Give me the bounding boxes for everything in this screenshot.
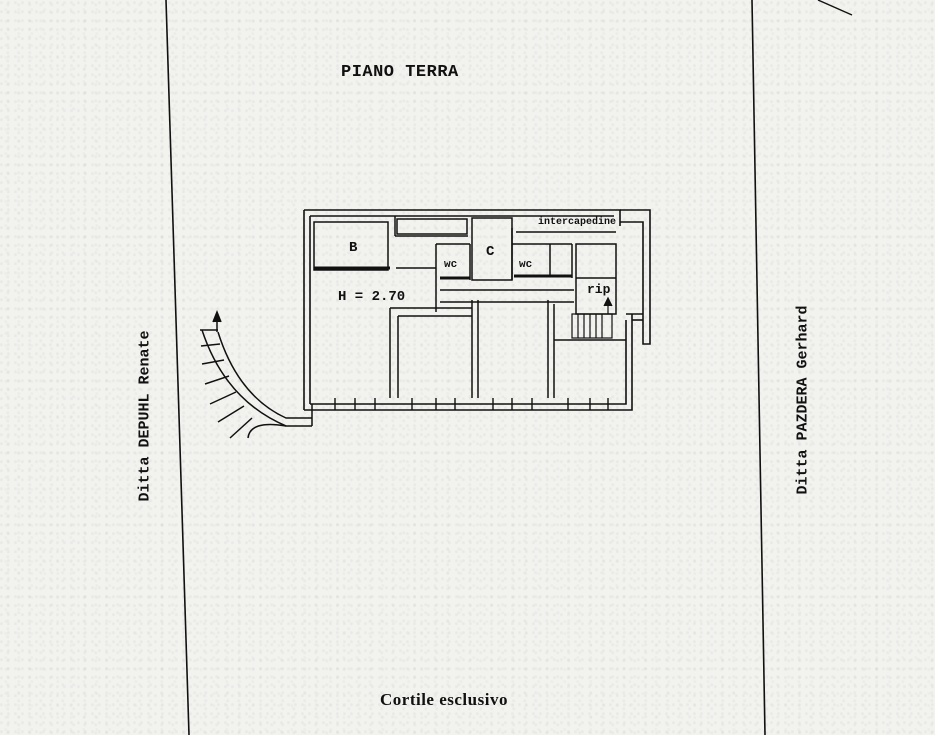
- page-title: PIANO TERRA: [341, 63, 459, 82]
- right-boundary-line: [751, 0, 766, 735]
- internal-staircase: [571, 296, 613, 339]
- room-label-c: C: [486, 244, 495, 260]
- room-label-wc-1: wc: [444, 259, 458, 271]
- interior-walls: [313, 216, 626, 398]
- external-spiral-staircase: [200, 309, 313, 439]
- room-label-rip: rip: [587, 282, 611, 297]
- intercapedine-label: intercapedine: [538, 217, 617, 228]
- window-marks: [334, 398, 609, 410]
- neighbor-right-label: Ditta PAZDERA Gerhard: [794, 305, 812, 495]
- room-label-b: B: [349, 240, 358, 256]
- neighbor-left-label: Ditta DEPUHL Renate: [136, 330, 154, 502]
- left-boundary-line: [165, 0, 190, 735]
- outer-walls: [303, 209, 651, 411]
- courtyard-label: Cortile esclusivo: [380, 690, 508, 709]
- ceiling-height-label: H = 2.70: [338, 289, 406, 305]
- room-label-wc-2: wc: [519, 259, 533, 271]
- corner-stroke: [817, 0, 853, 16]
